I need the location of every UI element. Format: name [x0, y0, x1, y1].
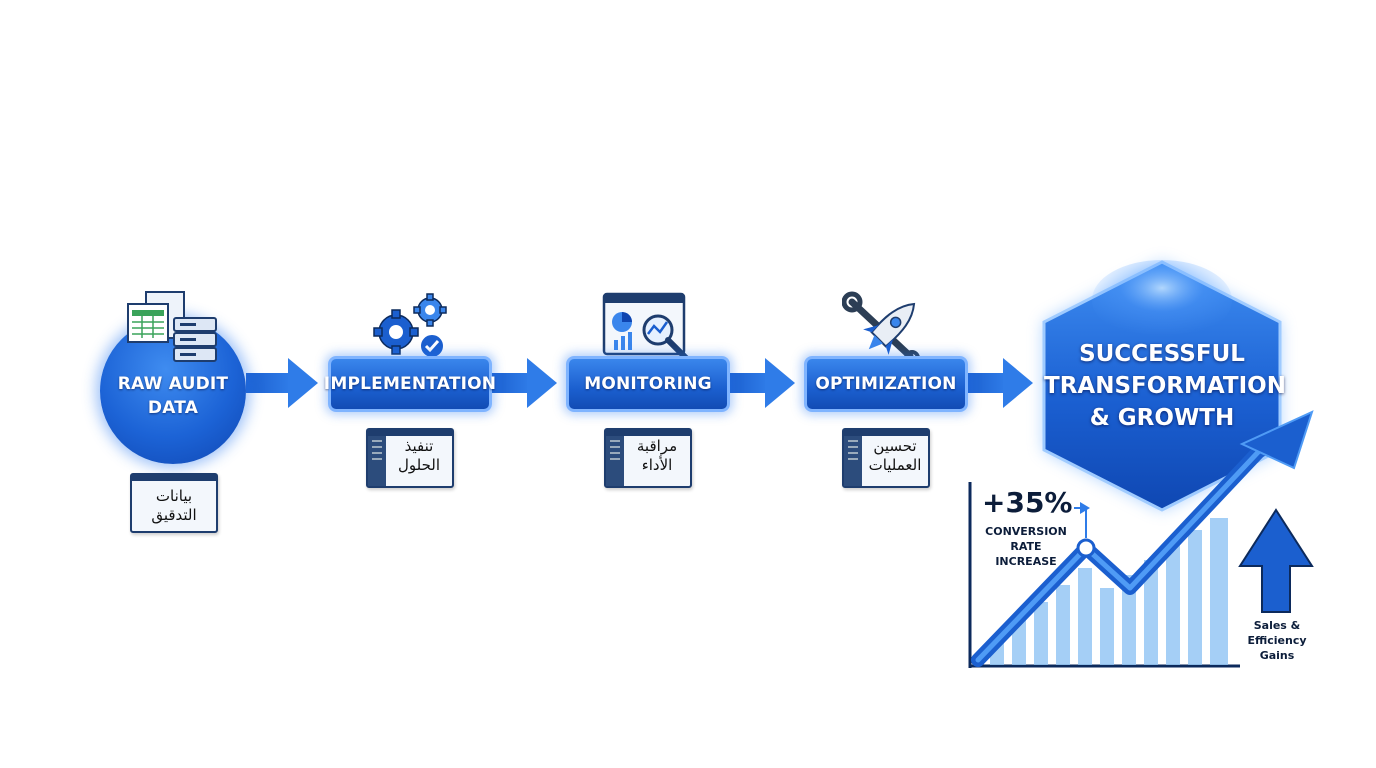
step-monitoring-label: MONITORING: [584, 374, 712, 394]
dashboard-magnifier-icon: [602, 292, 689, 361]
step-monitoring-card: [604, 428, 692, 488]
step-implementation-card: [366, 428, 454, 488]
arrow-1: [246, 358, 318, 408]
arrow-2: [490, 358, 557, 408]
raw-audit-data-card: [130, 473, 218, 533]
step-monitoring-arabic: مراقبة الأداء: [636, 437, 678, 474]
raw-audit-data-label: RAW AUDIT DATA: [117, 374, 229, 418]
spreadsheet-icon: [127, 291, 185, 343]
step-optimization-card: [842, 428, 930, 488]
metric-caption: CONVERSION RATE INCREASE: [985, 525, 1067, 568]
metric-value: +35%: [982, 486, 1073, 519]
wrench-rocket-icon: [842, 291, 920, 364]
step-implementation: IMPLEMENTATION: [324, 356, 496, 412]
step-optimization-label: OPTIMIZATION: [815, 374, 957, 394]
raw-audit-data-node: [100, 318, 246, 464]
server-icon: [173, 317, 217, 362]
goal-hexagon: [1042, 260, 1282, 512]
step-implementation-arabic: تنفيذ الحلول: [397, 437, 441, 474]
arrow-3: [728, 358, 795, 408]
step-monitoring: MONITORING: [566, 356, 730, 412]
step-optimization-arabic: تحسين العمليات: [868, 437, 922, 474]
step-implementation-label: IMPLEMENTATION: [323, 374, 497, 394]
gears-check-icon: [373, 293, 447, 359]
arrow-4: [966, 358, 1033, 408]
up-arrow-icon: [1238, 508, 1314, 613]
raw-audit-data-arabic: بيانات التدقيق: [151, 487, 197, 524]
step-optimization: OPTIMIZATION: [804, 356, 968, 412]
goal-label: SUCCESSFUL TRANSFORMATION & GROWTH: [1044, 341, 1286, 431]
gains-caption: Sales & Efficiency Gains: [1247, 619, 1307, 662]
growth-chart: [968, 410, 1314, 668]
